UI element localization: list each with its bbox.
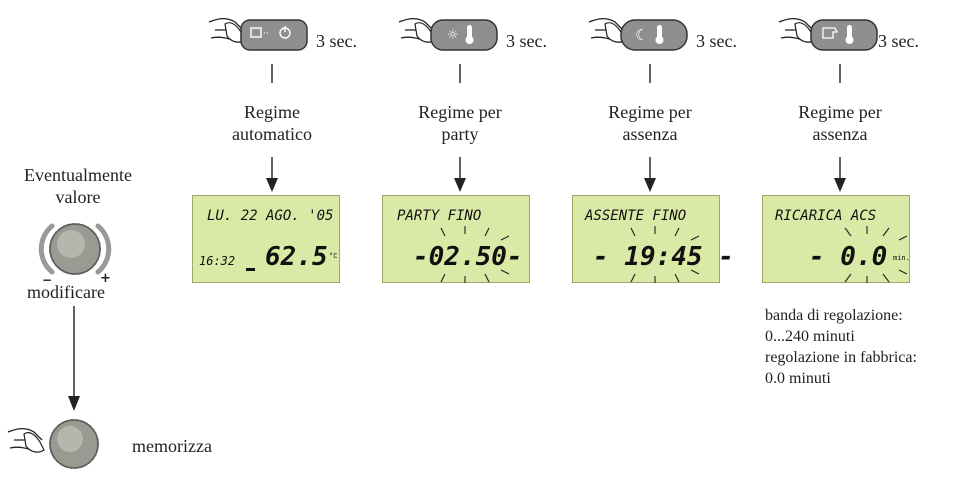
hand-icon — [208, 17, 254, 43]
mode-label-line: assenza — [812, 124, 868, 144]
mode-label-line: Regime per — [608, 102, 692, 122]
hand-icon — [398, 17, 444, 43]
blink-marks — [630, 226, 700, 283]
hand-button-party: ☼ — [398, 17, 498, 51]
mode-label-line: assenza — [622, 124, 678, 144]
lcd-unit: °C — [329, 252, 338, 260]
party-mode-icon[interactable] — [430, 19, 498, 51]
note-line: banda di regolazione: — [765, 307, 903, 324]
mode-label-line: party — [441, 124, 479, 144]
press-duration-label: 3 sec. — [316, 31, 357, 51]
hand-icon — [7, 427, 45, 453]
mode-label-dhw: Regime per assenza — [780, 101, 900, 145]
blink-marks — [844, 226, 908, 283]
lcd-value: -02.50- — [413, 242, 523, 272]
svg-text:··: ·· — [263, 29, 269, 39]
knob-caption-line: valore — [55, 187, 101, 207]
lcd-title: ASSENTE FINO — [585, 208, 687, 224]
knob-caption: Eventualmente valore — [0, 164, 156, 208]
svg-text:☾: ☾ — [635, 26, 648, 44]
hand-icon — [588, 17, 634, 43]
hand-button-absence: ☾ — [588, 17, 688, 51]
lcd-display-auto: LU. 22 AGO. '05 16:32 62.5 °C — [192, 195, 340, 283]
lcd-cursor — [246, 268, 255, 271]
lcd-time: 16:32 — [199, 254, 236, 268]
mode-label-absence: Regime per assenza — [590, 101, 710, 145]
lcd-date: LU. 22 AGO. '05 — [207, 208, 334, 224]
knob-caption-line: Eventualmente — [24, 165, 132, 185]
lcd-unit: min. — [893, 254, 910, 262]
lcd-temperature: 62.5 — [265, 242, 328, 272]
hand-press-knob — [7, 419, 99, 469]
lcd-display-party: PARTY FINO -02.50- — [382, 195, 530, 283]
press-duration-label: 3 sec. — [506, 31, 547, 51]
note-line: regolazione in fabbrica: — [765, 349, 917, 366]
lcd-title: RICARICA ACS — [775, 208, 877, 224]
knob-plus-label: + — [100, 271, 111, 286]
mode-label-auto: Regime automatico — [212, 101, 332, 145]
mode-label-line: Regime per — [798, 102, 882, 122]
absence-mode-icon[interactable] — [620, 19, 688, 51]
setting-range-note: banda di regolazione: 0...240 minuti reg… — [765, 305, 917, 389]
mode-label-party: Regime per party — [400, 101, 520, 145]
lcd-value: - 19:45 - — [593, 242, 734, 272]
press-duration-label: 3 sec. — [696, 31, 737, 51]
hand-icon — [778, 17, 824, 43]
mode-label-line: Regime per — [418, 102, 502, 122]
svg-text:☼: ☼ — [447, 28, 459, 43]
blink-marks — [440, 226, 510, 283]
note-line: 0...240 minuti — [765, 328, 855, 345]
note-line: 0.0 minuti — [765, 370, 831, 387]
hand-button-dhw — [778, 17, 878, 51]
press-duration-label: 3 sec. — [878, 31, 919, 51]
mode-label-line: automatico — [232, 124, 312, 144]
knob-action-label: modificare — [27, 282, 105, 302]
knob-minus-label: − — [42, 273, 53, 287]
hand-button-auto: ·· — [208, 17, 308, 51]
rotary-knob[interactable] — [38, 212, 112, 286]
store-label: memorizza — [132, 436, 212, 456]
lcd-display-absence: ASSENTE FINO - 19:45 - — [572, 195, 734, 283]
mode-label-line: Regime — [244, 102, 300, 122]
lcd-value: - 0.0 — [809, 242, 888, 272]
lcd-display-dhw: RICARICA ACS - 0.0 min. — [762, 195, 910, 283]
lcd-title: PARTY FINO — [397, 208, 482, 224]
